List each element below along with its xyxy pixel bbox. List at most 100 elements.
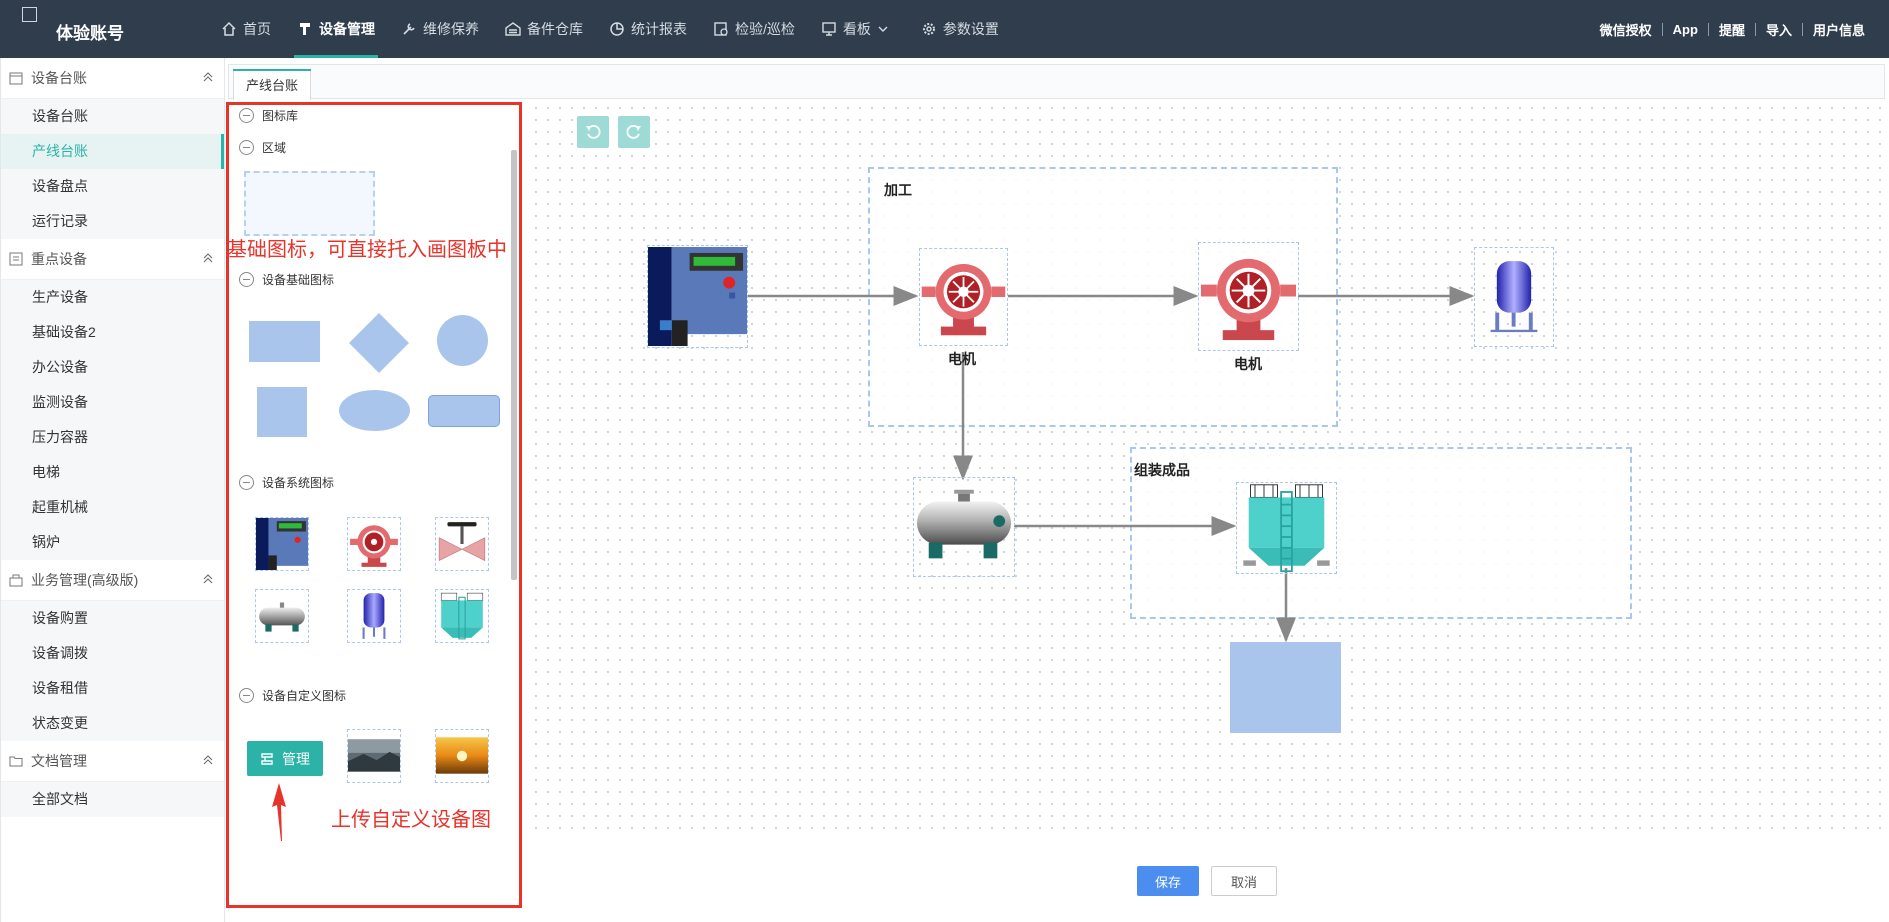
collapse-icon <box>239 688 254 703</box>
section-system-icons[interactable]: 设备系统图标 <box>239 474 334 491</box>
annotation-basic-icons: 基础图标，可直接托入画图板中 <box>227 239 507 261</box>
collapse-icon <box>239 475 254 490</box>
sidebar-item-run-log[interactable]: 运行记录 <box>1 204 224 239</box>
drawing-canvas[interactable]: 加工 组装成品 电机 电机 <box>530 102 1882 830</box>
sidebar-item-purchase[interactable]: 设备购置 <box>1 601 224 636</box>
node-control-cabinet[interactable] <box>647 245 748 348</box>
redo-icon <box>626 124 641 139</box>
chevron-up-icon <box>203 72 213 82</box>
link-user-info[interactable]: 用户信息 <box>1812 22 1865 38</box>
thumb-custom-image-1[interactable] <box>347 729 401 783</box>
cancel-button[interactable]: 取消 <box>1211 866 1277 896</box>
sidebar-item-crane[interactable]: 起重机械 <box>1 490 224 525</box>
nav-settings-label: 参数设置 <box>942 21 999 37</box>
section-label: 设备基础图标 <box>262 273 335 287</box>
node-silo[interactable] <box>1236 482 1337 574</box>
warehouse-icon <box>505 22 521 36</box>
link-wechat-auth[interactable]: 微信授权 <box>1599 22 1652 38</box>
sidebar-group-label: 重点设备 <box>31 251 87 267</box>
inspect-icon <box>714 22 728 36</box>
sidebar-item-office[interactable]: 办公设备 <box>1 350 224 385</box>
sidebar-item-status-change[interactable]: 状态变更 <box>1 706 224 741</box>
sidebar-group-key-devices[interactable]: 重点设备 <box>1 239 224 280</box>
annotation-arrow-icon <box>272 783 286 841</box>
undo-button[interactable] <box>577 116 609 148</box>
shape-circle[interactable] <box>437 315 488 366</box>
link-reminder[interactable]: 提醒 <box>1718 22 1745 38</box>
nav-maintenance-label: 维修保养 <box>423 21 479 37</box>
sidebar-item-rental[interactable]: 设备租借 <box>1 671 224 706</box>
redo-button[interactable] <box>618 116 650 148</box>
undo-icon <box>586 124 601 139</box>
node-rectangle-block[interactable] <box>1230 642 1341 733</box>
collapse-icon <box>239 108 254 123</box>
briefcase-icon <box>9 574 23 587</box>
manage-button[interactable]: 管理 <box>247 741 323 776</box>
nav-spare-parts[interactable]: 备件仓库 <box>492 0 596 58</box>
section-icon-library[interactable]: 图标库 <box>239 107 298 124</box>
thumb-horizontal-tank[interactable] <box>255 589 309 643</box>
shape-square[interactable] <box>257 387 307 437</box>
nav-home[interactable]: 首页 <box>208 0 284 58</box>
tab-line-ledger[interactable]: 产线台账 <box>233 69 312 100</box>
nav-settings[interactable]: 参数设置 <box>908 0 1012 58</box>
sidebar-item-elevator[interactable]: 电梯 <box>1 455 224 490</box>
thumb-control-cabinet[interactable] <box>255 517 309 571</box>
nav-board-label: 看板 <box>842 21 871 37</box>
node-vertical-tank[interactable] <box>1474 247 1554 347</box>
shape-diamond[interactable] <box>347 311 411 375</box>
nav-inspection[interactable]: 检验/巡检 <box>700 0 808 58</box>
nav-home-label: 首页 <box>243 21 271 37</box>
sidebar-item-boiler[interactable]: 锅炉 <box>1 525 224 560</box>
shape-ellipse[interactable] <box>339 390 410 431</box>
thumb-valve[interactable] <box>435 517 489 571</box>
sidebar-item-production[interactable]: 生产设备 <box>1 280 224 315</box>
zone-template[interactable] <box>244 171 375 236</box>
sidebar-item-line-ledger[interactable]: 产线台账 <box>1 134 224 169</box>
node-horizontal-tank[interactable] <box>913 477 1015 577</box>
shape-rectangle[interactable] <box>249 321 320 362</box>
nav-board[interactable]: 看板 <box>808 0 908 58</box>
save-button[interactable]: 保存 <box>1137 866 1199 896</box>
folder-icon <box>9 756 23 767</box>
section-basic-icons[interactable]: 设备基础图标 <box>239 271 334 288</box>
section-label: 图标库 <box>262 109 299 123</box>
zone-label-assembly: 组装成品 <box>1134 462 1190 478</box>
thumb-custom-image-2[interactable] <box>435 729 489 783</box>
sidebar-item-monitor[interactable]: 监测设备 <box>1 385 224 420</box>
thumb-silo[interactable] <box>435 589 489 643</box>
node-motor-1[interactable] <box>919 248 1008 346</box>
sidebar-item-device-ledger[interactable]: 设备台账 <box>1 99 224 134</box>
node-label-motor-1: 电机 <box>948 351 976 367</box>
panel-scrollbar[interactable] <box>511 150 517 580</box>
link-app[interactable]: App <box>1672 21 1698 37</box>
shape-rounded-rect[interactable] <box>428 395 500 427</box>
nav-maintenance[interactable]: 维修保养 <box>388 0 492 58</box>
sidebar-group-business[interactable]: 业务管理(高级版) <box>1 560 224 601</box>
section-zone[interactable]: 区域 <box>239 139 286 156</box>
sidebar-group-ledger[interactable]: 设备台账 <box>1 58 224 99</box>
section-label: 设备系统图标 <box>262 476 335 490</box>
nav-reports[interactable]: 统计报表 <box>596 0 700 58</box>
thumb-vertical-tank[interactable] <box>347 589 401 643</box>
sidebar-item-basic2[interactable]: 基础设备2 <box>1 315 224 350</box>
list-icon <box>9 252 23 266</box>
window-checkbox[interactable] <box>22 7 37 22</box>
sidebar-group-documents[interactable]: 文档管理 <box>1 741 224 782</box>
chart-pie-icon <box>610 22 624 36</box>
sidebar-item-transfer[interactable]: 设备调拨 <box>1 636 224 671</box>
sidebar-item-all-docs[interactable]: 全部文档 <box>1 782 224 817</box>
board-icon <box>822 22 836 36</box>
link-import[interactable]: 导入 <box>1765 22 1792 38</box>
thumb-motor-pump[interactable] <box>347 517 401 571</box>
calendar-icon <box>9 72 23 85</box>
sidebar-group-label: 文档管理 <box>31 753 87 769</box>
sidebar-item-inventory[interactable]: 设备盘点 <box>1 169 224 204</box>
annotation-upload-custom: 上传自定义设备图 <box>331 809 491 831</box>
chevron-down-icon <box>878 26 888 32</box>
node-motor-2[interactable] <box>1198 242 1299 351</box>
sidebar-item-pressure[interactable]: 压力容器 <box>1 420 224 455</box>
gear-icon <box>922 23 935 35</box>
nav-device-management[interactable]: 设备管理 <box>284 0 388 58</box>
section-custom-icons[interactable]: 设备自定义图标 <box>239 687 346 704</box>
